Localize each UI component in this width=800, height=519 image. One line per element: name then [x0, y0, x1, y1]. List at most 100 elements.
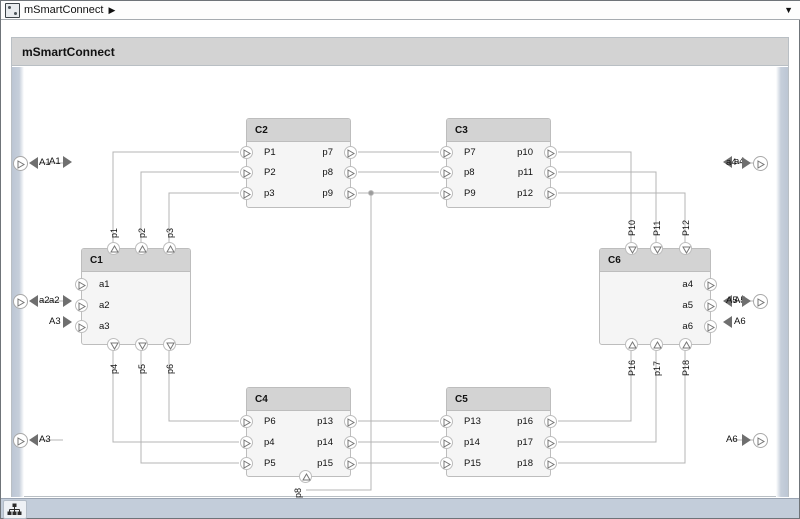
block-c5-output-port-2[interactable] [544, 457, 557, 470]
block-c3-input-1-label: p8 [464, 167, 475, 178]
block-c2-title: C2 [255, 124, 268, 136]
block-c6-bottom-port-0[interactable] [625, 338, 638, 351]
external-port-left-2-circle[interactable] [13, 433, 28, 448]
block-c6-bottom-port-2[interactable] [679, 338, 692, 351]
block-c5-output-port-1[interactable] [544, 436, 557, 449]
block-c3-input-0-label: P7 [464, 147, 476, 158]
block-c5-input-port-0[interactable] [440, 415, 453, 428]
external-port-left-1-label: a2 [39, 295, 50, 306]
block-c2-input-2-label: p3 [264, 188, 275, 199]
block-c1-bottom-port-2[interactable] [163, 338, 176, 351]
block-c2-output-port-2[interactable] [344, 187, 357, 200]
block-c6-output-port-2[interactable] [704, 320, 717, 333]
block-c6-bottom-port-0-label: P16 [627, 359, 637, 376]
block-c5-input-2-label: P15 [464, 458, 481, 469]
external-port-left-0-circle[interactable] [13, 156, 28, 171]
block-c3-input-port-1[interactable] [440, 166, 453, 179]
status-bar [1, 498, 799, 519]
block-c3-input-port-2[interactable] [440, 187, 453, 200]
block-c1-bottom-port-0[interactable] [107, 338, 120, 351]
block-c6-output-port-0[interactable] [704, 278, 717, 291]
external-port-right-2-circle[interactable] [753, 433, 768, 448]
block-c1-top-port-0[interactable] [107, 242, 120, 255]
block-c5-input-port-1[interactable] [440, 436, 453, 449]
external-port-right-0-circle[interactable] [753, 156, 768, 171]
block-c4[interactable]: C4 P6 p4 P5 p13 p14 p15 [240, 387, 357, 483]
block-c2-output-port-1[interactable] [344, 166, 357, 179]
external-port-right-1-arrow-icon [742, 295, 751, 307]
external-port-left-1-circle[interactable] [13, 294, 28, 309]
model-left-edge-strip [12, 67, 24, 497]
block-c4-bottom-port-0[interactable] [299, 470, 312, 483]
breadcrumb-title[interactable]: mSmartConnect [24, 4, 104, 16]
block-c2-output-0-label: p7 [322, 147, 333, 158]
block-c1-top-port-1[interactable] [135, 242, 148, 255]
c1-pin-label-1: a2 [49, 295, 60, 306]
block-c6[interactable]: C6 a4 a5 a6 [599, 242, 717, 351]
block-c1-header: C1 [82, 249, 190, 272]
external-port-right-1-label: A5 [726, 295, 738, 306]
block-c2-input-port-2[interactable] [240, 187, 253, 200]
block-c6-top-port-1-label: P11 [652, 220, 662, 236]
block-c4-input-0-label: P6 [264, 416, 276, 427]
block-c3-output-port-2[interactable] [544, 187, 557, 200]
block-c4-output-port-0[interactable] [344, 415, 357, 428]
block-c6-top-port-1[interactable] [650, 242, 663, 255]
block-c2-header: C2 [247, 119, 350, 142]
external-port-right-2-arrow-icon [742, 434, 751, 446]
block-c4-output-port-1[interactable] [344, 436, 357, 449]
block-c2-output-1-label: p8 [322, 167, 333, 178]
c1-pin-label-2: A3 [49, 316, 61, 327]
block-c2-input-0-label: P1 [264, 147, 276, 158]
block-c3-output-port-0[interactable] [544, 146, 557, 159]
block-c1-input-port-2[interactable] [75, 320, 88, 333]
block-c4-input-port-1[interactable] [240, 436, 253, 449]
block-c3-output-2-label: p12 [517, 188, 533, 199]
block-c4-output-0-label: p13 [317, 416, 333, 427]
block-c4-output-port-2[interactable] [344, 457, 357, 470]
c6-pin-arrow-2 [723, 316, 732, 328]
block-c5-input-port-2[interactable] [440, 457, 453, 470]
model-right-edge-strip [776, 67, 788, 497]
block-c1-top-port-2[interactable] [163, 242, 176, 255]
block-c6-title: C6 [608, 254, 621, 266]
block-c2-input-port-1[interactable] [240, 166, 253, 179]
block-c2-input-1-label: P2 [264, 167, 276, 178]
block-c6-bottom-port-1[interactable] [650, 338, 663, 351]
block-c1-input-2-label: a3 [99, 321, 110, 332]
block-c1-input-port-1[interactable] [75, 299, 88, 312]
block-c2[interactable]: C2 P1 P2 p3 p7 p8 p9 [240, 118, 357, 208]
block-c2-input-port-0[interactable] [240, 146, 253, 159]
c6-pin-label-2: A6 [734, 316, 746, 327]
block-c5-output-port-0[interactable] [544, 415, 557, 428]
block-c1-input-port-0[interactable] [75, 278, 88, 291]
block-c6-output-port-1[interactable] [704, 299, 717, 312]
breadcrumb-arrow-icon[interactable]: ▶ [108, 4, 116, 15]
hierarchy-icon[interactable] [3, 500, 27, 519]
diagram-canvas[interactable]: mSmartConnect [1, 20, 799, 498]
block-c3-output-port-1[interactable] [544, 166, 557, 179]
block-c3[interactable]: C3 P7 p8 P9 p10 p11 p12 [440, 118, 557, 208]
block-c6-output-2-label: a6 [682, 321, 693, 332]
block-c6-top-port-2[interactable] [679, 242, 692, 255]
block-c5-input-0-label: P13 [464, 416, 481, 427]
block-c2-output-2-label: p9 [322, 188, 333, 199]
block-c4-input-port-0[interactable] [240, 415, 253, 428]
block-c6-bottom-port-1-label: p17 [652, 360, 662, 376]
block-c5[interactable]: C5 P13 p14 P15 p16 p17 p18 [440, 387, 557, 477]
block-c3-input-port-0[interactable] [440, 146, 453, 159]
block-c2-output-port-0[interactable] [344, 146, 357, 159]
block-c4-input-2-label: P5 [264, 458, 276, 469]
block-c1-input-1-label: a2 [99, 300, 110, 311]
block-c1-bottom-port-1[interactable] [135, 338, 148, 351]
external-port-right-0-label: a4 [726, 157, 737, 168]
block-c4-bottom-port-0-label: p8 [293, 487, 303, 498]
c1-pin-arrow-1 [63, 295, 72, 307]
block-c1[interactable]: C1 a1 a2 a3 [75, 242, 191, 351]
block-c4-input-port-2[interactable] [240, 457, 253, 470]
block-c5-output-2-label: p18 [517, 458, 533, 469]
chevron-down-icon[interactable]: ▼ [784, 5, 793, 15]
block-c6-top-port-0[interactable] [625, 242, 638, 255]
external-port-right-1-circle[interactable] [753, 294, 768, 309]
